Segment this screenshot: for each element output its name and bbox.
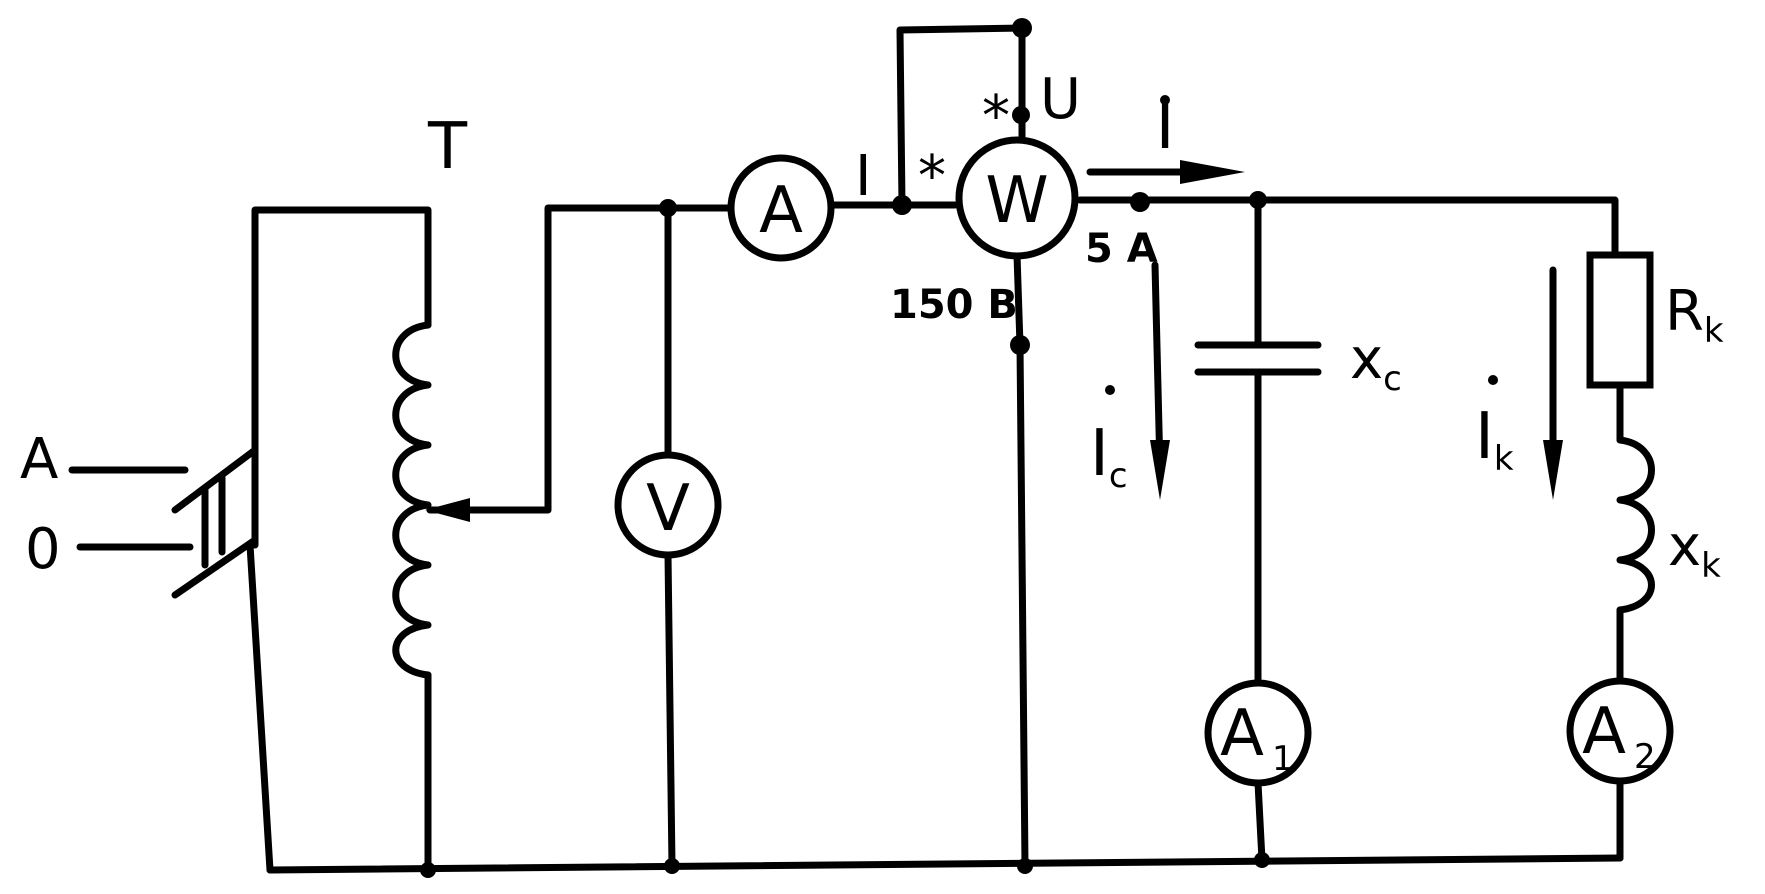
- junction-dot: [1012, 18, 1032, 38]
- ammeter-a1-label: A: [1220, 697, 1264, 771]
- junction-dot: [664, 858, 680, 874]
- wire-top-bus-right: [1076, 196, 1619, 259]
- wire-bottom-bus: [266, 854, 1624, 874]
- junction-dot: [1130, 192, 1150, 212]
- main-current-phasor-label: I: [1156, 90, 1175, 164]
- junction-dot: [1012, 106, 1030, 124]
- junction-dot: [659, 199, 677, 217]
- wire-switch-top: [251, 206, 432, 549]
- capacitor-label: xc: [1350, 327, 1402, 399]
- transformer-winding: T: [392, 110, 470, 679]
- junction-dot: [1017, 858, 1033, 874]
- transformer-label: T: [427, 110, 468, 184]
- ammeter-a2-label: A: [1582, 695, 1626, 769]
- junction-dot: [1254, 852, 1270, 868]
- wattmeter-voltage-star: *: [982, 84, 1010, 149]
- wattmeter-label: W: [985, 164, 1048, 238]
- ammeter-label: A: [759, 174, 803, 248]
- ammeter-a2-subscript: 2: [1634, 737, 1656, 777]
- junction-dot: [892, 195, 912, 215]
- capacitor-current-arrow: Ic: [1090, 261, 1170, 500]
- junction-dot: [1010, 335, 1030, 355]
- resistor-label: Rk: [1665, 279, 1724, 351]
- junction-dots: [420, 18, 1270, 878]
- wattmeter-current-star: *: [918, 144, 946, 209]
- wire-a1-bottom: [1254, 779, 1266, 864]
- ammeter: A: [727, 154, 835, 262]
- resistor: Rk: [1586, 251, 1724, 389]
- wattmeter: W * * 5 A 150 B U: [890, 67, 1158, 328]
- wattmeter-voltage-label: U: [1040, 67, 1081, 132]
- inductor: xk: [1616, 436, 1721, 614]
- wire-tap: [456, 204, 734, 514]
- knife-switch: A 0: [20, 427, 259, 599]
- capacitor: xc: [1194, 327, 1402, 399]
- wire-switch-bottom: [246, 541, 274, 874]
- wire-wattmeter-voltage-loop: [896, 24, 1026, 209]
- main-current-phasor: I: [1086, 90, 1245, 184]
- coil-current-arrow: Ik: [1475, 266, 1563, 500]
- junction-dot: [1249, 191, 1267, 209]
- wattmeter-voltage-rating: 150 B: [890, 282, 1018, 328]
- input-current-label: I: [855, 144, 872, 209]
- wattmeter-current-rating: 5 A: [1085, 226, 1158, 272]
- supply-phase-label: A: [20, 427, 58, 492]
- supply-neutral-label: 0: [25, 517, 61, 582]
- voltmeter: V: [614, 451, 722, 559]
- inductor-label: xk: [1668, 514, 1721, 586]
- ammeter-a2: A 2: [1566, 677, 1674, 785]
- ammeter-a1: A 1: [1204, 679, 1312, 787]
- junction-dot: [420, 862, 436, 878]
- voltmeter-label: V: [646, 472, 690, 546]
- wire-voltmeter-bottom: [664, 551, 676, 870]
- ammeter-a1-subscript: 1: [1272, 739, 1294, 779]
- capacitor-current-label: Ic: [1090, 417, 1128, 496]
- tap-arrow-head: [425, 498, 470, 522]
- coil-current-label: Ik: [1475, 400, 1514, 479]
- main-current-arrow-head: [1180, 160, 1245, 184]
